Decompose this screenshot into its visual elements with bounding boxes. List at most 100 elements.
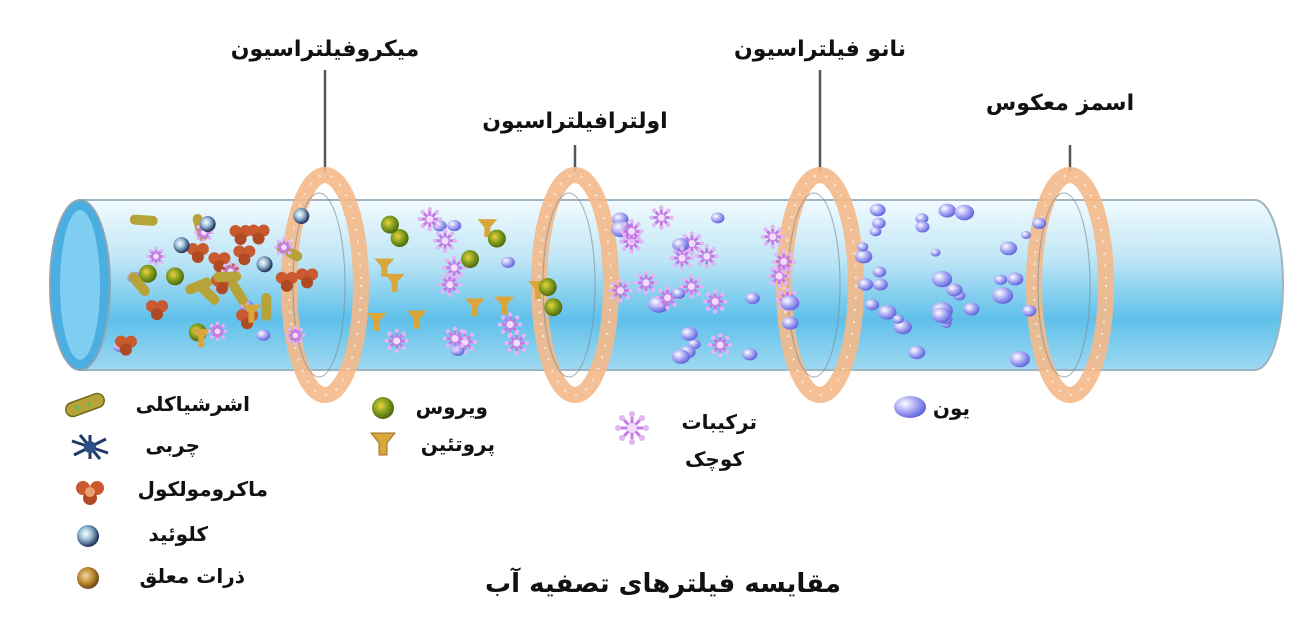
legend-label-small-compounds-2: کوچک [685,447,744,472]
ion-particle [447,219,462,232]
colloid-particle [293,207,310,224]
ion-particle [671,349,690,364]
small-compound-particle [771,249,796,274]
legend-label-small-compounds-1: ترکیبات [681,410,757,434]
virus-particle [138,264,157,283]
ion-particle [915,213,929,224]
ion-particle [710,212,725,224]
virus-particle [380,215,399,234]
virus-particle [538,278,557,297]
virus-particle [544,298,563,317]
legend-label-protein: پروتئین [421,432,495,457]
protein-particle [241,304,262,323]
protein-particle [464,298,485,317]
protein-particle [191,329,212,348]
diagram-caption: مقایسه فیلترهای تصفیه آب [485,567,841,599]
colloid-icon [77,525,99,547]
protein-particle [477,219,498,238]
small-compound-particle [207,321,228,342]
small-compound-particle [497,312,523,337]
ion-particle [869,226,882,237]
ion-icon [894,396,926,418]
legend-label-fat: چربی [145,433,200,458]
ion-particle [999,241,1018,256]
ion-particle [782,316,799,330]
ion-particle [672,288,686,299]
virus-icon [372,397,394,419]
ion-particle [857,278,874,291]
membrane-label-ultra: اولترافیلتراسیون [482,109,667,134]
small-compound-particle [146,246,166,267]
legend-group-3: ترکیبات کوچک [614,410,757,472]
legend-label-ecoli: اشرشیاکلی [136,392,250,416]
virus-particle [487,229,506,248]
small-compound-particle [679,274,704,299]
legend-group-1: اشرشیاکلی چربی ماکرومولکول کلوئید ذرات م… [65,392,268,589]
ion-particle [930,248,941,257]
ion-particle [680,327,698,341]
small-compound-particle [274,237,294,257]
membrane-3 [1026,145,1114,403]
macromolecule-particle [275,271,298,292]
small-compound-particle [432,228,458,253]
ion-particle [963,302,980,316]
suspended-solid-icon [77,567,99,589]
small-compound-particle [384,328,409,354]
ion-particle [994,274,1008,285]
small-compound-particle [619,219,644,244]
ion-particle [872,266,887,278]
bacteria-particle [261,293,272,322]
legend-group-2: ویروس پروتئین [369,395,495,457]
legend-group-4: یون [894,396,970,420]
ion-particle [856,242,869,252]
ion-particle [780,295,800,311]
macromolecule-particle [114,335,137,356]
legend-label-virus: ویروس [416,395,488,419]
macromolecule-icon [76,481,104,505]
small-compound-particle [760,224,785,249]
virus-particle [165,267,184,286]
bacteria-particle [228,279,248,306]
bacteria-icon [65,392,105,418]
small-compound-icon [614,410,650,446]
small-compound-particle [702,289,728,314]
ion-particle [908,345,926,360]
ion-particle [931,270,953,288]
legend-label-macromolecule: ماکرومولکول [138,477,268,501]
macromolecule-particle [186,242,209,263]
ion-particle [1007,272,1024,286]
ion-particle [872,217,886,229]
small-compound-particle [437,272,463,297]
macromolecule-particle [146,300,169,321]
ion-particle [1021,231,1032,240]
ion-particle [672,237,690,252]
ion-particle [1009,351,1030,368]
virus-particle [390,229,409,248]
small-compound-particle [694,244,719,269]
macromolecule-particle [208,252,231,273]
small-compound-particle [608,278,633,303]
ion-particle [869,203,886,217]
ion-particle [745,292,760,305]
ion-particle [915,221,930,233]
protein-particle [406,310,427,329]
membrane-label-micro: میکروفیلتراسیون [231,37,420,62]
small-compound-particle [285,325,306,346]
ion-particle [946,283,963,297]
ion-particle [864,298,880,311]
small-compound-particle [707,332,733,358]
small-compound-particle [417,206,442,232]
ion-particle [992,287,1014,304]
ion-particle [954,204,975,221]
protein-particle [494,296,515,315]
bacteria-particle [185,277,212,295]
small-compound-particle [633,270,659,295]
legend-label-suspended: ذرات معلق [139,564,245,588]
ion-particle [938,203,956,218]
ion-particle [1032,217,1047,230]
small-compound-particle [442,326,468,351]
membrane-label-ro: اسمز معکوس [986,91,1134,116]
ion-particle [432,220,447,232]
bacteria-particle [128,272,150,297]
bacteria-particle [213,271,242,283]
